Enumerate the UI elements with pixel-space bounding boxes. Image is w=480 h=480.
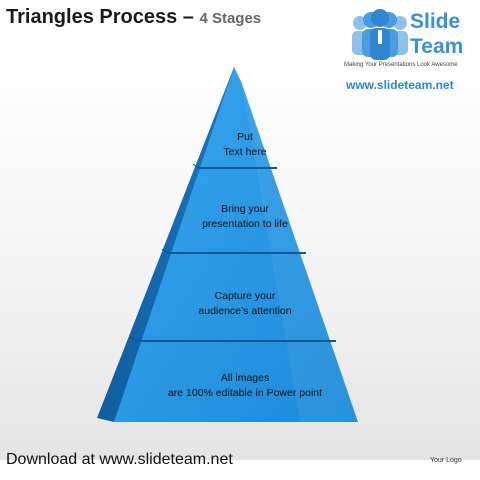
stage-2-label: Bring your presentation to life: [202, 203, 288, 230]
page-title: Triangles Process – 4 Stages: [6, 6, 261, 29]
title-main: Triangles Process: [6, 6, 178, 28]
stage-1-label: Put Text here: [223, 131, 267, 158]
side-divider-2: [161, 248, 169, 254]
footer-logo-placeholder: Your Logo: [430, 457, 462, 464]
title-dash: –: [182, 6, 194, 28]
brand-url[interactable]: www.slideteam.net: [346, 78, 454, 92]
footer-download-link[interactable]: Download at www.slideteam.net: [6, 451, 233, 468]
side-divider-1: [192, 163, 200, 169]
brand-logo: Slide Team Making Your Presentations Loo…: [344, 6, 476, 98]
title-subtitle: 4 Stages: [199, 10, 262, 27]
side-divider-3: [129, 336, 138, 342]
brand-tagline: Making Your Presentations Look Awesome: [344, 62, 458, 68]
stage-3-label: Capture your audience’s attention: [198, 290, 292, 317]
people-group-icon: [352, 9, 408, 60]
brand-name-line1: Slide: [410, 10, 461, 33]
pyramid-front-face: [114, 67, 358, 422]
brand-name-line2: Team: [410, 35, 464, 58]
stage-4-label: All images are 100% editable in Power po…: [167, 372, 323, 399]
